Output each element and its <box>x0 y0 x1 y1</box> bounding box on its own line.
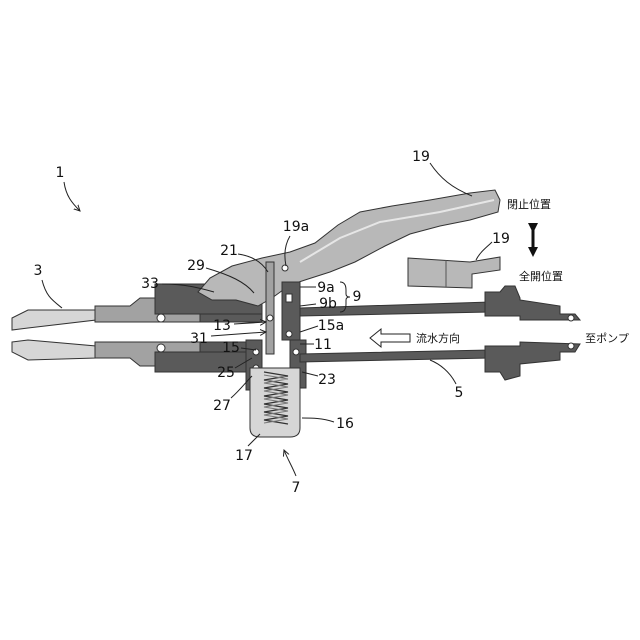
nozzle-upper-jaw <box>12 310 96 330</box>
lever-open-shape <box>408 257 500 288</box>
fitting-lower <box>485 342 580 380</box>
ref-label-16: 16 <box>336 416 354 432</box>
o-ring-upper <box>157 314 165 322</box>
leader-3 <box>42 280 62 308</box>
ref-label-9a: 9a <box>317 280 335 296</box>
ref-label-17: 17 <box>235 448 253 464</box>
nozzle-lower-jaw <box>12 340 96 360</box>
seat-gap-upper <box>286 294 292 302</box>
ref-label-19-open: 19 <box>492 231 510 247</box>
closed-position-label: 閉止位置 <box>507 197 551 211</box>
ref-label-7: 7 <box>292 480 301 496</box>
ref-label-11: 11 <box>314 337 332 353</box>
leader-5 <box>430 360 456 384</box>
ref-label-13: 13 <box>213 318 231 334</box>
ref-label-1: 1 <box>56 165 65 181</box>
valve-stem <box>266 262 274 354</box>
leader-19-open <box>476 242 492 260</box>
ref-label-33: 33 <box>141 276 159 292</box>
housing-liner-upper <box>200 314 262 322</box>
ref-label-27: 27 <box>213 398 231 414</box>
seal-ring-15a <box>286 331 292 337</box>
leader-19 <box>430 163 472 196</box>
ref-label-15: 15 <box>222 340 240 356</box>
seal-ring-stem <box>267 315 273 321</box>
leader-9b <box>300 304 316 306</box>
ref-label-5: 5 <box>455 385 464 401</box>
flow-direction-label: 流水方向 <box>416 331 460 345</box>
ref-label-3: 3 <box>34 263 43 279</box>
o-ring-lower <box>157 344 165 352</box>
ref-label-19a: 19a <box>283 219 309 235</box>
fitting-upper <box>485 286 580 320</box>
ref-label-21: 21 <box>220 243 238 259</box>
fitting-ring-upper <box>568 315 574 321</box>
ref-label-29: 29 <box>187 258 205 274</box>
open-position-label: 全開位置 <box>519 269 563 283</box>
ref-label-15a: 15a <box>318 318 344 334</box>
ref-label-25: 25 <box>217 365 235 381</box>
lever-shape <box>198 190 500 306</box>
to-pump-label: 至ポンプ <box>585 332 629 345</box>
ref-label-19: 19 <box>412 149 430 165</box>
leader-1 <box>64 182 80 211</box>
lever-tip-notch <box>282 265 288 271</box>
flow-arrow <box>370 329 410 347</box>
leader-7 <box>284 450 296 476</box>
holder-dot-2 <box>293 349 299 355</box>
leader-15a <box>300 326 318 332</box>
leader-16 <box>302 418 334 422</box>
fitting-ring-lower <box>568 343 574 349</box>
ref-label-9: 9 <box>353 289 362 305</box>
ref-label-9b: 9b <box>319 296 337 312</box>
ref-label-23: 23 <box>318 372 336 388</box>
ref-label-31: 31 <box>190 331 208 347</box>
